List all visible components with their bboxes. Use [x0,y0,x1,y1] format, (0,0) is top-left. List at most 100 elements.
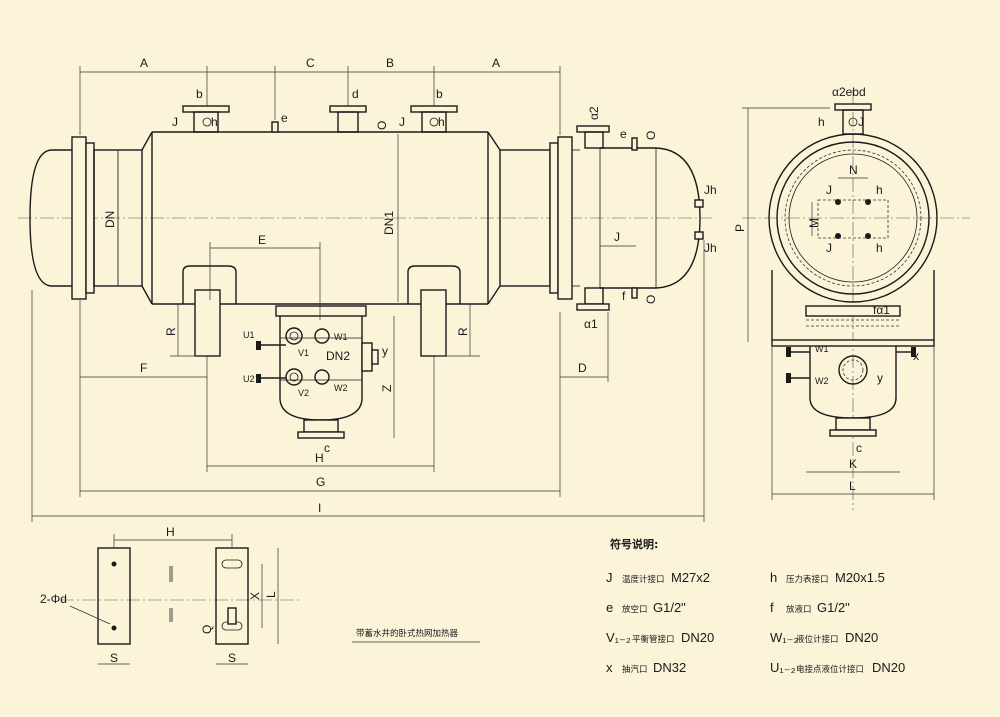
callout-y-side: y [877,371,883,385]
dim-b: B [386,56,394,70]
legend-symbol: e [606,600,613,615]
legend-description: 液位计接口 [796,634,839,645]
callout-j-left: J [172,115,178,129]
dim-r-left: R [164,327,178,336]
end-nozzle-a1 [576,287,610,311]
dim-o-right-top: O [644,131,658,140]
dim-2-phi-d: 2-Φd [40,592,67,606]
dim-d: D [578,361,587,375]
dim-x-detail: X [248,592,262,600]
dim-s-left: S [110,651,118,665]
legend-symbol: U₁₋₂ [770,660,796,675]
callout-a1: α1 [584,317,598,331]
legend-symbol: W₁₋₂ [770,630,799,645]
legend-value: DN20 [845,630,878,645]
dim-a-left: A [140,56,148,70]
legend-description: 抽汽口 [622,664,648,675]
dim-n: N [849,163,858,177]
legend-value: DN20 [872,660,905,675]
symbol-legend: 符号说明: J 温度计接口 M27x2 h 压力表接口 M20x1.5 e 放空口 G1/2" f… [606,537,905,675]
dim-h: H [315,451,324,465]
callout-jh-top: Jh [704,183,717,197]
nozzle-d [329,105,367,133]
callout-d-top: d [352,87,359,101]
callout-b-right: b [436,87,443,101]
dim-o: O [375,121,389,130]
legend-value: DN32 [653,660,686,675]
dim-l-side: L [849,479,856,493]
dim-q-detail: Q [200,625,214,634]
legend-description: 压力表接口 [786,574,829,585]
callout-j-right: J [399,115,405,129]
callout-e-right: e [620,127,627,141]
callout-w2-side: W2 [815,376,829,386]
callout-a2: α2 [587,106,601,120]
callout-y-front: y [382,344,388,358]
legend-value: M27x2 [671,570,710,585]
legend-symbol: J [606,570,613,585]
callout-dn2: DN2 [326,349,350,363]
dim-r-right: R [456,327,470,336]
callout-u2: U2 [243,374,255,384]
legend-symbol: h [770,570,777,585]
callout-j-side: J [858,115,864,129]
callout-v2: V2 [298,388,309,398]
callout-h-side: h [818,115,825,129]
callout-f: f [622,289,626,303]
dim-o-right-bottom: O [644,295,658,304]
dim-e: E [258,233,266,247]
dim-a-right: A [492,56,500,70]
callout-a2ebd: α2ebd [832,85,866,99]
dim-dn: DN [103,211,117,228]
drawing-caption: 带蓄水井的卧式热网加热器 [356,628,459,639]
dim-f: F [140,361,147,375]
hot-well [256,305,379,439]
dim-dn1: DN1 [382,211,396,235]
legend-value: G1/2" [653,600,686,615]
legend-description: 温度计接口 [622,574,665,585]
nozzle-b-left [182,105,230,133]
legend-value: G1/2" [817,600,850,615]
legend-description: 平衡管接口 [632,634,675,645]
dim-i: I [318,501,321,515]
legend-value: DN20 [681,630,714,645]
legend-value: M20x1.5 [835,570,885,585]
callout-w1-side: W1 [815,344,829,354]
callout-v1: V1 [298,348,309,358]
legend-description: 放液口 [786,604,812,615]
legend-description: 放空口 [622,604,648,615]
legend-symbol: x [606,660,613,675]
legend-symbol: f [770,600,774,615]
callout-e-top: e [281,111,288,125]
dim-c: C [306,56,315,70]
callout-h-right: h [438,115,445,129]
callout-b-left: b [196,87,203,101]
callout-fa1: fα1 [873,303,890,317]
dim-z: Z [380,385,394,392]
dim-h-detail: H [166,525,175,539]
callout-c-front: c [324,441,330,455]
vent-e [271,121,279,133]
end-nozzle-a2 [576,125,610,149]
callout-u1: U1 [243,330,255,340]
dim-m: M [807,218,821,228]
nozzle-b-right [410,105,458,133]
callout-j-grid-1: J [826,183,832,197]
callout-w2: W2 [334,383,348,393]
callout-jh-bottom: Jh [704,241,717,255]
side-view [768,103,938,437]
dim-p: P [733,224,747,232]
dim-s-right: S [228,651,236,665]
callout-j-grid-2: J [826,241,832,255]
callout-j-end: J [614,230,620,244]
dim-g: G [316,475,325,489]
callout-x: x [913,349,919,363]
legend-symbol: V₁₋₂ [606,630,631,645]
legend-description: 电接点液位计接口 [796,664,864,675]
legend-title: 符号说明: [610,537,658,551]
dim-k: K [849,457,857,471]
callout-h-grid-2: h [876,241,883,255]
callout-h-grid-1: h [876,183,883,197]
